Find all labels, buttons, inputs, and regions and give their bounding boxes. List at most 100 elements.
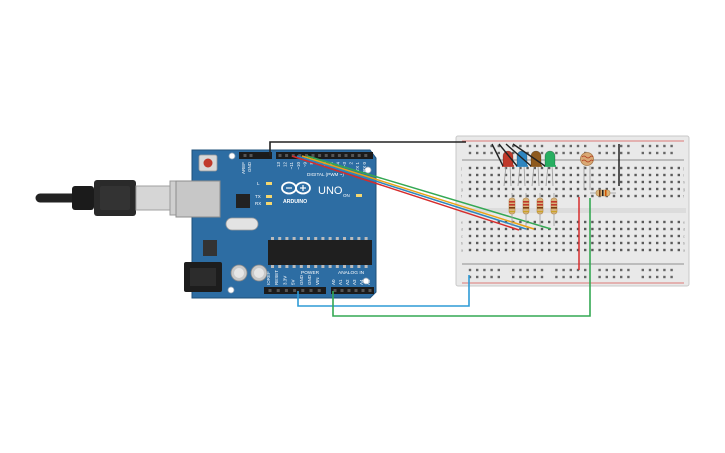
- terminal-hole: [483, 173, 486, 177]
- terminal-hole: [648, 241, 652, 245]
- digital-pin-hole[interactable]: [364, 154, 368, 157]
- terminal-hole: [591, 173, 594, 177]
- terminal-hole: [620, 220, 623, 224]
- power-pin-hole[interactable]: [309, 289, 313, 292]
- resistor-4[interactable]: [550, 193, 558, 226]
- digital-pin-hole[interactable]: [337, 154, 341, 157]
- terminal-hole: [519, 187, 522, 191]
- terminal-hole: [483, 227, 486, 231]
- resistor-3[interactable]: [536, 193, 544, 226]
- digital-pin-hole[interactable]: [351, 154, 355, 157]
- row-letter: j: [682, 167, 684, 171]
- terminal-hole: [476, 194, 479, 198]
- terminal-hole: [576, 241, 580, 245]
- row-letter: a: [683, 249, 685, 253]
- usb-cable: [35, 180, 195, 216]
- terminal-hole: [627, 227, 630, 231]
- digital-pin-hole[interactable]: [318, 154, 322, 157]
- rail-hole: [468, 275, 472, 279]
- row-letter: b: [461, 242, 463, 246]
- terminal-hole: [634, 173, 637, 177]
- digital-pin-hole[interactable]: [278, 154, 282, 157]
- rail-hole: [519, 144, 522, 148]
- rail-hole: [490, 268, 493, 272]
- terminal-hole: [512, 248, 515, 252]
- terminal-hole: [533, 173, 536, 177]
- arduino-uno-board[interactable]: L TX RX ON ARDUINO UNO DIGITAL (PWM ~) P…: [175, 149, 377, 299]
- terminal-hole: [555, 234, 558, 238]
- terminal-hole: [497, 220, 500, 224]
- rail-hole: [468, 151, 472, 155]
- pulldown-resistor[interactable]: [590, 189, 616, 197]
- rail-hole: [641, 268, 644, 272]
- terminal-hole: [591, 248, 594, 252]
- terminal-hole: [483, 180, 486, 184]
- terminal-hole: [605, 227, 608, 231]
- rail-hole: [497, 275, 500, 279]
- led-brown[interactable]: [530, 150, 542, 187]
- digital-pin-hole[interactable]: [357, 154, 361, 157]
- analog-pin-hole[interactable]: [354, 289, 358, 292]
- chip-pin: [278, 237, 282, 240]
- terminal-hole: [555, 180, 558, 184]
- resistor-2[interactable]: [522, 193, 530, 226]
- digital-pin-hole[interactable]: [311, 154, 315, 157]
- terminal-hole: [555, 166, 558, 170]
- power-pin-hole[interactable]: [317, 289, 321, 292]
- digital-pin-hole[interactable]: [304, 154, 308, 157]
- analog-pin-hole[interactable]: [368, 289, 372, 292]
- rail-hole: [648, 275, 652, 279]
- digital-pin-hole[interactable]: [324, 154, 328, 157]
- photoresistor[interactable]: [580, 152, 594, 191]
- digital-pin-hole[interactable]: [249, 154, 253, 157]
- terminal-hole: [605, 248, 608, 252]
- terminal-hole: [641, 180, 644, 184]
- rail-hole: [490, 151, 493, 155]
- usb-port[interactable]: [175, 180, 221, 218]
- terminal-hole: [526, 187, 529, 191]
- terminal-hole: [490, 241, 493, 245]
- terminal-hole: [598, 248, 601, 252]
- terminal-hole: [620, 194, 623, 198]
- digital-pin-hole[interactable]: [243, 154, 247, 157]
- rail-hole: [656, 275, 659, 279]
- power-pin-hole[interactable]: [301, 289, 305, 292]
- terminal-hole: [555, 187, 558, 191]
- terminal-hole: [519, 194, 522, 198]
- led-red[interactable]: [502, 150, 514, 187]
- resistor-1[interactable]: [508, 193, 516, 226]
- led-green[interactable]: [544, 150, 556, 187]
- terminal-hole: [605, 166, 608, 170]
- analog-pin-hole[interactable]: [361, 289, 365, 292]
- digital-header[interactable]: [239, 152, 373, 159]
- terminal-hole: [490, 234, 493, 238]
- terminal-hole: [569, 187, 572, 191]
- rail-hole: [612, 144, 616, 148]
- power-pin-hole[interactable]: [293, 289, 297, 292]
- power-header[interactable]: [264, 287, 326, 294]
- terminal-hole: [663, 234, 666, 238]
- terminal-hole: [504, 227, 508, 231]
- rail-hole: [663, 144, 666, 148]
- terminal-hole: [490, 227, 493, 231]
- analog-header[interactable]: [331, 287, 374, 294]
- digital-pin-hole[interactable]: [285, 154, 289, 157]
- row-letter: d: [461, 228, 463, 232]
- terminal-hole: [569, 194, 572, 198]
- analog-pin-hole[interactable]: [340, 289, 344, 292]
- power-pin-hole[interactable]: [268, 289, 272, 292]
- digital-pin-label: 13: [276, 162, 281, 168]
- power-pin-hole[interactable]: [284, 289, 288, 292]
- digital-pin-hole[interactable]: [291, 154, 295, 157]
- digital-pin-hole[interactable]: [298, 154, 302, 157]
- digital-pin-label: AREF: [241, 162, 246, 174]
- terminal-hole: [562, 241, 565, 245]
- power-pin-hole[interactable]: [276, 289, 280, 292]
- rail-hole: [533, 268, 536, 272]
- digital-pin-hole[interactable]: [344, 154, 348, 157]
- analog-pin-hole[interactable]: [347, 289, 351, 292]
- analog-pin-hole[interactable]: [333, 289, 337, 292]
- digital-pin-hole[interactable]: [331, 154, 335, 157]
